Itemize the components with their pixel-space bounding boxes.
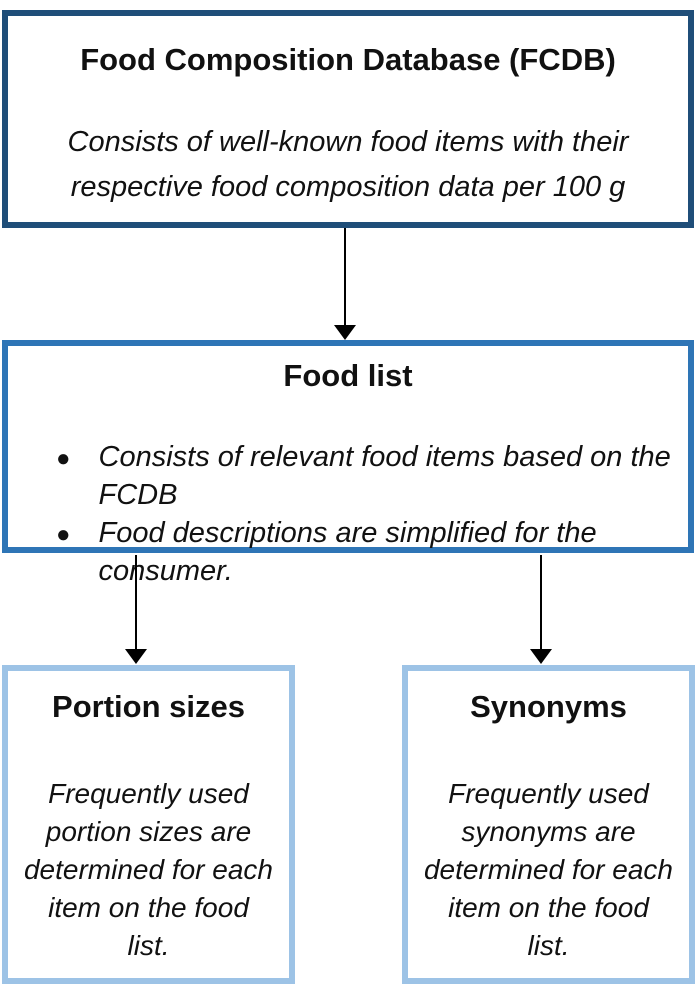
food-list-box-title: Food list xyxy=(283,358,413,393)
fcdb-box: Food Composition Database (FCDB) Consist… xyxy=(2,10,694,228)
arrow-shaft xyxy=(135,555,137,651)
synonyms-box-title: Synonyms xyxy=(470,689,627,724)
bullet-dot-icon: ● xyxy=(56,445,71,472)
arrow-head-icon xyxy=(530,649,552,664)
portion-sizes-box-title: Portion sizes xyxy=(52,689,245,724)
arrow-head-icon xyxy=(334,325,356,340)
fcdb-box-description: Consists of well-known food items with t… xyxy=(67,126,629,203)
portion-sizes-box-description: Frequently used portion sizes are determ… xyxy=(23,778,274,961)
fcdb-box-title: Food Composition Database (FCDB) xyxy=(80,42,616,77)
arrow-foodlist-to-synonyms xyxy=(530,555,552,664)
food-list-box: Food list ● Consists of relevant food it… xyxy=(2,340,694,587)
arrow-shaft xyxy=(540,555,542,651)
bullet-item-text: Consists of relevant food items based on… xyxy=(98,441,671,511)
food-list-bullet-list: ● Consists of relevant food items based … xyxy=(8,438,688,590)
arrow-fcdb-to-foodlist xyxy=(334,228,356,340)
portion-sizes-box: Portion sizes Frequently used portion si… xyxy=(2,665,295,984)
bullet-item-text: Food descriptions are simplified for the… xyxy=(98,517,597,587)
arrow-shaft xyxy=(344,228,346,327)
arrow-head-icon xyxy=(125,649,147,664)
bullet-item: ● Food descriptions are simplified for t… xyxy=(8,514,688,590)
synonyms-box: Synonyms Frequently used synonyms are de… xyxy=(402,665,695,984)
bullet-dot-icon: ● xyxy=(56,521,71,548)
synonyms-box-description: Frequently used synonyms are determined … xyxy=(423,778,674,961)
arrow-foodlist-to-portion-sizes xyxy=(125,555,147,664)
bullet-item: ● Consists of relevant food items based … xyxy=(8,438,688,514)
